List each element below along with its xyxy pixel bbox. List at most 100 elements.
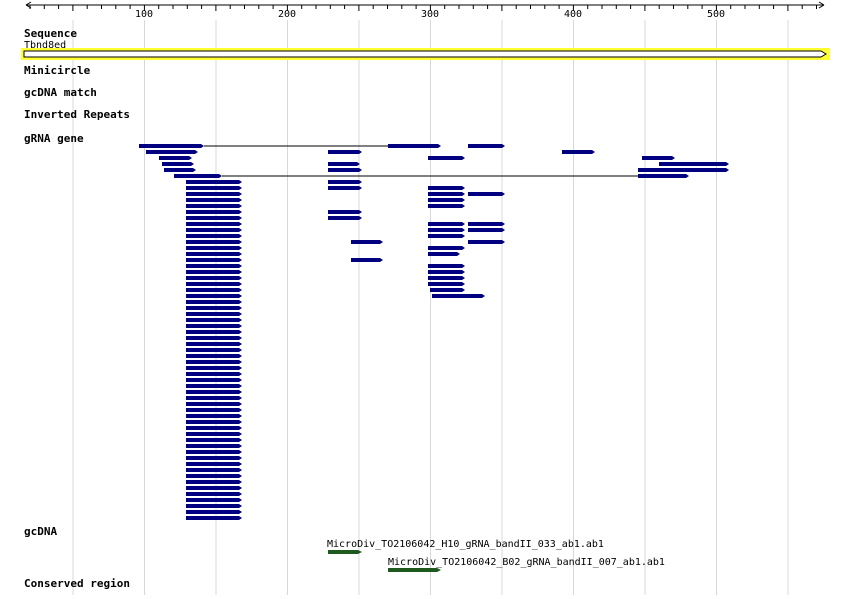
grna-feature-bar[interactable] [186,420,242,424]
grna-feature-bar[interactable] [186,396,242,400]
grna-feature-bar[interactable] [428,192,465,196]
grna-feature-bar[interactable] [186,456,242,460]
grna-feature-bar[interactable] [159,156,192,160]
grna-feature-bar[interactable] [186,246,242,250]
grna-feature-bar[interactable] [328,162,360,166]
grna-feature-bar[interactable] [468,240,505,244]
scroll-right-icon[interactable] [818,1,825,9]
grna-feature-bar[interactable] [186,252,242,256]
grna-feature-bar[interactable] [430,288,465,292]
grna-feature-bar[interactable] [186,408,242,412]
grna-feature-bar[interactable] [186,276,242,280]
grna-feature-bar[interactable] [638,174,689,178]
grna-feature-bar[interactable] [186,288,242,292]
grna-feature-bar[interactable] [162,162,194,166]
grna-feature-bar[interactable] [428,246,465,250]
grna-feature-bar[interactable] [186,318,242,322]
grna-feature-bar[interactable] [186,474,242,478]
grna-feature-bar[interactable] [468,222,505,226]
grna-feature-bar[interactable] [186,390,242,394]
grna-feature-bar[interactable] [186,432,242,436]
grna-feature-bar[interactable] [642,156,675,160]
grna-feature-bar[interactable] [428,252,460,256]
grna-feature-bar[interactable] [186,240,242,244]
grna-feature-bar[interactable] [186,504,242,508]
grna-feature-bar[interactable] [186,264,242,268]
grna-feature-bar[interactable] [186,234,242,238]
grna-feature-bar[interactable] [428,204,465,208]
grna-feature-bar[interactable] [186,216,242,220]
grna-feature-bar[interactable] [186,306,242,310]
grna-feature-bar[interactable] [186,300,242,304]
grna-feature-bar[interactable] [186,348,242,352]
gcdna-feature-bar[interactable] [388,568,441,572]
grna-feature-bar[interactable] [328,216,362,220]
grna-feature-bar[interactable] [146,150,198,154]
grna-feature-bar[interactable] [328,168,362,172]
grna-feature-bar[interactable] [186,498,242,502]
grna-feature-bar[interactable] [186,516,242,520]
grna-feature-bar[interactable] [428,228,465,232]
grna-feature-bar[interactable] [186,282,242,286]
grna-feature-bar[interactable] [351,258,383,262]
grna-feature-bar[interactable] [186,492,242,496]
grna-feature-bar[interactable] [139,144,204,148]
grna-feature-bar[interactable] [428,276,465,280]
grna-feature-bar[interactable] [468,144,505,148]
grna-feature-bar[interactable] [432,294,485,298]
grna-feature-bar[interactable] [186,450,242,454]
grna-feature-bar[interactable] [562,150,595,154]
grna-feature-bar[interactable] [186,360,242,364]
grna-feature-bar[interactable] [186,204,242,208]
grna-feature-bar[interactable] [186,462,242,466]
grna-feature-bar[interactable] [328,186,362,190]
grna-feature-bar[interactable] [186,402,242,406]
grna-feature-bar[interactable] [186,324,242,328]
grna-feature-bar[interactable] [351,240,383,244]
grna-feature-bar[interactable] [428,264,465,268]
grna-feature-bar[interactable] [186,414,242,418]
grna-feature-bar[interactable] [428,270,465,274]
grna-feature-bar[interactable] [186,486,242,490]
grna-feature-bar[interactable] [186,192,242,196]
grna-feature-bar[interactable] [186,222,242,226]
grna-feature-bar[interactable] [428,222,465,226]
grna-feature-bar[interactable] [186,228,242,232]
grna-feature-bar[interactable] [186,354,242,358]
grna-feature-bar[interactable] [186,378,242,382]
grna-feature-bar[interactable] [328,210,362,214]
grna-feature-bar[interactable] [186,342,242,346]
grna-feature-bar[interactable] [186,480,242,484]
grna-feature-bar[interactable] [428,156,465,160]
grna-feature-bar[interactable] [638,168,729,172]
grna-feature-bar[interactable] [468,228,505,232]
grna-feature-bar[interactable] [428,282,465,286]
gcdna-feature-bar[interactable] [328,550,362,554]
grna-feature-bar[interactable] [186,444,242,448]
grna-feature-bar[interactable] [186,384,242,388]
grna-feature-bar[interactable] [174,174,222,178]
grna-feature-bar[interactable] [388,144,441,148]
grna-feature-bar[interactable] [186,258,242,262]
grna-feature-bar[interactable] [428,198,465,202]
grna-feature-bar[interactable] [186,366,242,370]
grna-feature-bar[interactable] [186,270,242,274]
grna-feature-bar[interactable] [186,510,242,514]
grna-feature-bar[interactable] [186,210,242,214]
grna-feature-bar[interactable] [186,468,242,472]
grna-feature-bar[interactable] [186,336,242,340]
grna-feature-bar[interactable] [659,162,729,166]
grna-feature-bar[interactable] [186,372,242,376]
grna-feature-bar[interactable] [428,186,465,190]
grna-feature-bar[interactable] [186,294,242,298]
grna-feature-bar[interactable] [186,312,242,316]
grna-feature-bar[interactable] [328,150,362,154]
grna-feature-bar[interactable] [164,168,196,172]
grna-feature-bar[interactable] [186,438,242,442]
grna-feature-bar[interactable] [428,234,465,238]
grna-feature-bar[interactable] [186,426,242,430]
grna-feature-bar[interactable] [328,180,362,184]
grna-feature-bar[interactable] [186,198,242,202]
grna-feature-bar[interactable] [468,192,505,196]
sequence-bar[interactable] [23,50,827,58]
